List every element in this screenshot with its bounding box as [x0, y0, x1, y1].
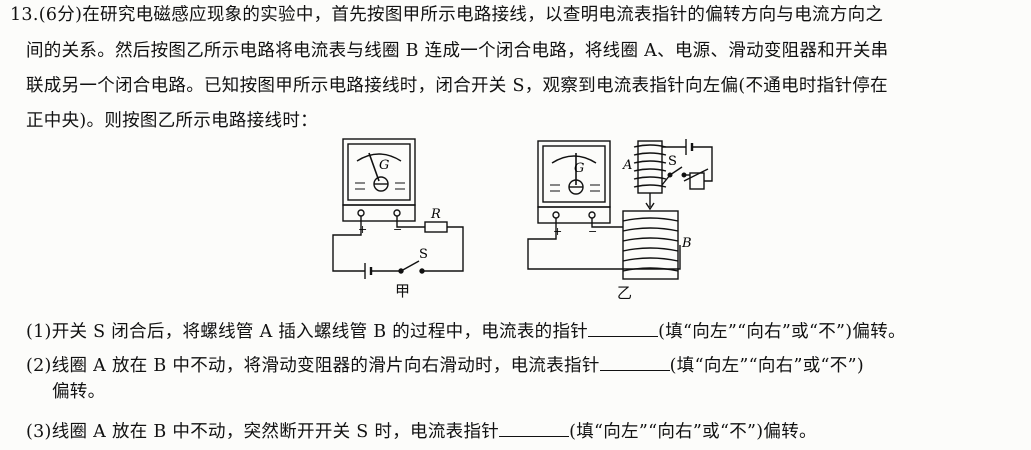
- sub-question-2-continuation: 偏转。: [52, 382, 106, 402]
- stem-text-4: 正中央)。则按图乙所示电路接线时：: [26, 111, 318, 131]
- resistor-r: [424, 221, 448, 233]
- stem-text-1: 在研究电磁感应现象的实验中，首先按图甲所示电路接线，以查明电流表指针的偏转方向与…: [82, 5, 884, 25]
- meter-label-g: G: [379, 158, 389, 173]
- sub-question-3: (3)线圈 A 放在 B 中不动，突然断开开关 S 时，电流表指针(填“向左”“…: [26, 418, 817, 444]
- caption-jia: 甲: [395, 282, 411, 300]
- minus-label: −: [393, 223, 402, 236]
- sub-question-1: (1)开关 S 闭合后，将螺线管 A 插入螺线管 B 的过程中，电流表的指针(填…: [26, 318, 906, 344]
- question-points: (6分): [38, 5, 83, 25]
- stem-text-2: 间的关系。然后按图乙所示电路将电流表与线圈 B 连成一个闭合电路，将线圈 A、电…: [26, 41, 889, 61]
- rheostat: [689, 172, 705, 190]
- switch-label: S: [668, 154, 677, 169]
- stem-text-3: 联成另一个闭合电路。已知按图甲所示电路接线时，闭合开关 S，观察到电流表指针向左…: [26, 76, 888, 96]
- terminal-minus: [393, 209, 401, 217]
- resistor-label: R: [430, 207, 441, 222]
- plus-label: +: [553, 225, 562, 238]
- plus-label: +: [358, 223, 367, 236]
- figure-yi-circuit: G + − A S B: [527, 139, 713, 280]
- minus-label: −: [588, 225, 597, 238]
- question-number: 13.: [10, 5, 39, 25]
- coil-a-label: A: [622, 158, 632, 173]
- switch-s-blade: [669, 166, 683, 176]
- sub-question-2: (2)线圈 A 放在 B 中不动，将滑动变阻器的滑片向右滑动时，电流表指针(填“…: [26, 352, 864, 378]
- caption-yi: 乙: [617, 284, 633, 302]
- coil-b-label: B: [681, 236, 692, 251]
- galvanometer-needle: [368, 152, 380, 182]
- answer-blank-2[interactable]: [599, 352, 670, 371]
- switch-s-blade: [400, 260, 420, 272]
- answer-blank-3[interactable]: [499, 418, 570, 437]
- question-stem-line-1: 13.(6分)在研究电磁感应现象的实验中，首先按图甲所示电路接线，以查明电流表指…: [10, 3, 883, 27]
- coil-b: [622, 210, 679, 280]
- meter-label-g: G: [574, 161, 584, 176]
- terminal-plus: [357, 209, 365, 217]
- answer-blank-1[interactable]: [588, 318, 659, 337]
- switch-label: S: [419, 247, 428, 262]
- figure-jia-circuit: G + − R S: [332, 138, 464, 279]
